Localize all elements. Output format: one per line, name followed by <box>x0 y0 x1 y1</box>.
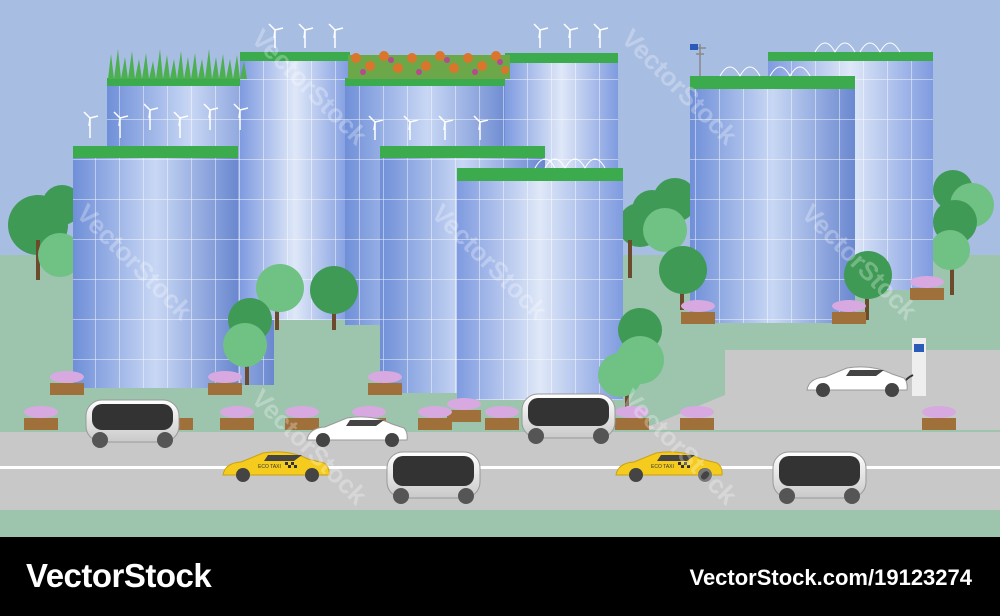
autonomous-pod-1 <box>85 399 180 448</box>
background-trees <box>8 170 994 295</box>
building-front-left <box>73 146 238 388</box>
taxi-2-sign: ECO TAXI <box>651 464 674 470</box>
building-front-right <box>690 44 855 323</box>
autonomous-pod-2 <box>521 393 616 444</box>
taxi-1: ECO TAXI <box>222 451 330 482</box>
wind-turbines <box>83 23 609 140</box>
footer-bar: VectorStock VectorStock.com/19123274 <box>0 537 1000 616</box>
building-front-center-right <box>457 168 623 400</box>
rooftop-sprinklers <box>534 42 901 169</box>
rooftop-flowers <box>348 51 510 79</box>
white-car-2 <box>806 366 908 397</box>
taxi-2: ECO TAXI <box>615 451 723 482</box>
white-car-1 <box>306 416 408 447</box>
image-id: VectorStock.com/19123274 <box>689 565 972 590</box>
brand-logo: VectorStock <box>26 557 212 594</box>
rooftop-grass <box>108 49 247 79</box>
taxi-1-sign: ECO TAXI <box>258 464 281 470</box>
autonomous-pod-3 <box>386 451 481 504</box>
front-trees <box>223 246 892 415</box>
eco-city-illustration: ECO TAXI ECO TAXI VectorStock VectorStoc… <box>0 0 1000 537</box>
autonomous-pod-4 <box>772 451 867 504</box>
